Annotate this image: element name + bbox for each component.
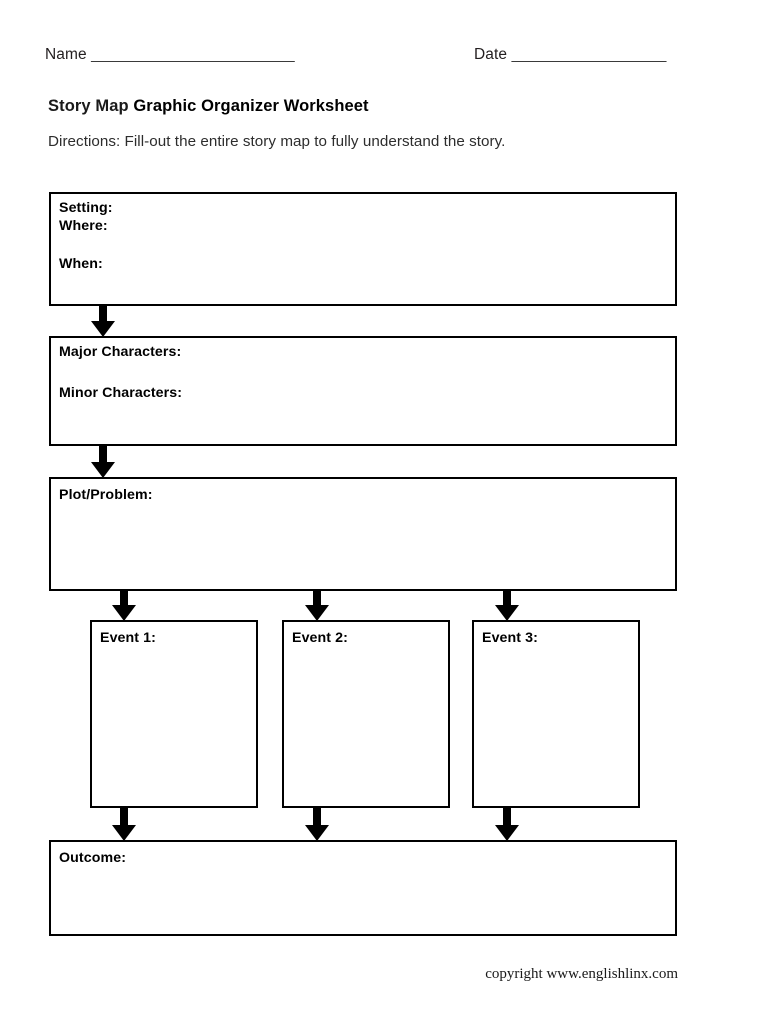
arrow-down-icon [303, 806, 331, 842]
name-date-row: Name _________________________ Date ____… [45, 45, 685, 69]
arrow-down-icon [110, 806, 138, 842]
major-characters-label: Major Characters: [59, 344, 182, 360]
date-label: Date [474, 46, 508, 63]
name-label: Name [45, 46, 87, 63]
outcome-label: Outcome: [59, 850, 127, 866]
directions-text: Directions: Fill-out the entire story ma… [48, 133, 506, 150]
plot-problem-label: Plot/Problem: [59, 487, 153, 503]
outcome-box[interactable]: Outcome: [49, 840, 677, 936]
event-box[interactable]: Event 1: [90, 620, 258, 808]
date-field[interactable]: Date ___________________ [474, 45, 666, 65]
arrow-down-icon [493, 806, 521, 842]
name-write-line[interactable]: _________________________ [91, 46, 295, 63]
setting-label: Setting: [59, 200, 113, 216]
page-title-part1: Story Map [48, 97, 134, 115]
event-label: Event 1: [100, 630, 156, 646]
date-write-line[interactable]: ___________________ [511, 46, 667, 63]
arrow-down-icon [89, 304, 117, 338]
arrow-down-icon [89, 444, 117, 479]
arrow-down-icon [303, 589, 331, 622]
copyright-footer: copyright www.englishlinx.com [485, 966, 678, 982]
arrow-down-icon [110, 589, 138, 622]
page-title: Story Map Graphic Organizer Worksheet [48, 97, 369, 116]
page-title-part2: Graphic Organizer Worksheet [133, 97, 369, 115]
event-label: Event 3: [482, 630, 538, 646]
setting-box[interactable]: Setting: Where: When: [49, 192, 677, 306]
setting-where-label: Where: [59, 218, 108, 234]
event-box[interactable]: Event 3: [472, 620, 640, 808]
event-label: Event 2: [292, 630, 348, 646]
name-field[interactable]: Name _________________________ [45, 45, 295, 65]
plot-problem-box[interactable]: Plot/Problem: [49, 477, 677, 591]
setting-when-label: When: [59, 256, 103, 272]
arrow-down-icon [493, 589, 521, 622]
minor-characters-label: Minor Characters: [59, 385, 183, 401]
characters-box[interactable]: Major Characters: Minor Characters: [49, 336, 677, 446]
event-box[interactable]: Event 2: [282, 620, 450, 808]
